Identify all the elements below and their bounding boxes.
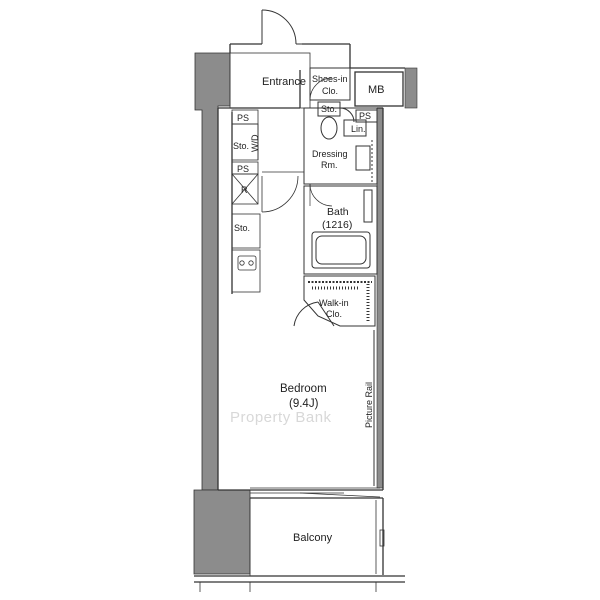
dressing-label-1: Dressing	[312, 149, 348, 159]
mb-box	[354, 71, 404, 107]
balcony-window	[250, 487, 381, 498]
shoes-in-label-1: Shoes-in	[312, 74, 348, 84]
entrance-door	[261, 9, 302, 45]
ps-top-right-label: PS	[359, 111, 371, 121]
left-utility-column	[231, 109, 261, 293]
sto-top-label: Sto.	[321, 104, 337, 114]
shoes-in-label-2: Clo.	[322, 86, 338, 96]
hall-door	[261, 171, 304, 213]
right-top-block	[404, 67, 418, 109]
left-pillar-top	[194, 52, 231, 491]
bedroom-label-1: Bedroom	[280, 383, 327, 395]
shoes-in-closet	[309, 67, 351, 101]
picture-rail-label: Picture Rail	[364, 382, 374, 428]
lin-label: Lin.	[351, 124, 366, 134]
watermark: Property Bank	[230, 409, 332, 426]
walkin-label-1: Walk-in	[319, 298, 349, 308]
balcony-label: Balcony	[293, 532, 333, 544]
bath-room	[303, 185, 378, 275]
refrigerator-label: R	[241, 185, 248, 195]
ps-top-left-label: PS	[237, 113, 249, 123]
balcony-area	[199, 498, 385, 592]
wd-label: W/D	[250, 134, 260, 152]
left-pillar-bottom	[193, 489, 251, 575]
sto-left2-label: Sto.	[234, 223, 250, 233]
entrance-label: Entrance	[262, 76, 306, 88]
walkin-closet	[293, 275, 376, 327]
bedroom-label-2: (9.4J)	[289, 398, 319, 410]
dressing-label-2: Rm.	[321, 160, 338, 170]
walkin-label-2: Clo.	[326, 309, 342, 319]
mb-label: MB	[368, 84, 385, 96]
ps-mid-left-label: PS	[237, 164, 249, 174]
dressing-area	[303, 101, 378, 185]
right-wall-strip	[376, 107, 384, 489]
bath-label-1: Bath	[327, 206, 349, 218]
shoes-in-door-arc	[309, 77, 333, 101]
structural-walls	[193, 52, 418, 575]
sto-left1-label: Sto.	[233, 141, 249, 151]
bath-door-arc	[309, 183, 333, 207]
bath-label-2: (1216)	[322, 219, 352, 231]
